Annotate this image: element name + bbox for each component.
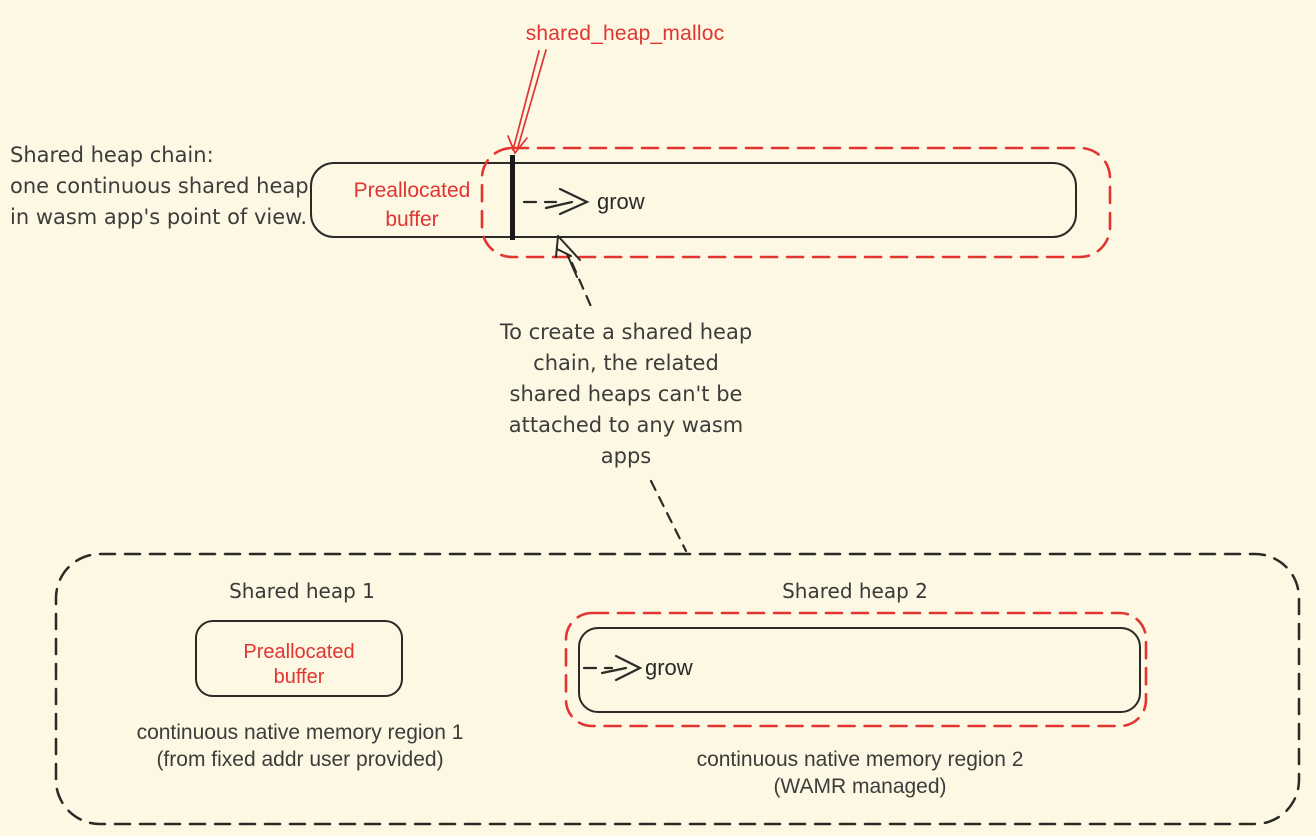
malloc-arrow-icon bbox=[507, 49, 547, 154]
heap2-caption: continuous native memory region 2 (WAMR … bbox=[696, 748, 1024, 798]
cursor-arrow-icon bbox=[555, 235, 581, 278]
heap1-caption: continuous native memory region 1 (from … bbox=[136, 721, 464, 771]
chain-description-text: Shared heap chain: one continuous shared… bbox=[10, 143, 309, 229]
prealloc-buffer-label-top: Preallocated buffer bbox=[353, 179, 471, 231]
heap1-title: Shared heap 1 bbox=[229, 579, 375, 603]
chain-constraint-note: To create a shared heap chain, the relat… bbox=[499, 320, 753, 468]
grow-label-top: grow bbox=[597, 189, 645, 214]
prealloc-buffer-label-heap1: Preallocated buffer bbox=[243, 641, 355, 688]
grow-label-heap2: grow bbox=[645, 655, 693, 680]
malloc-function-label: shared_heap_malloc bbox=[525, 22, 725, 45]
heap2-title: Shared heap 2 bbox=[782, 579, 928, 603]
